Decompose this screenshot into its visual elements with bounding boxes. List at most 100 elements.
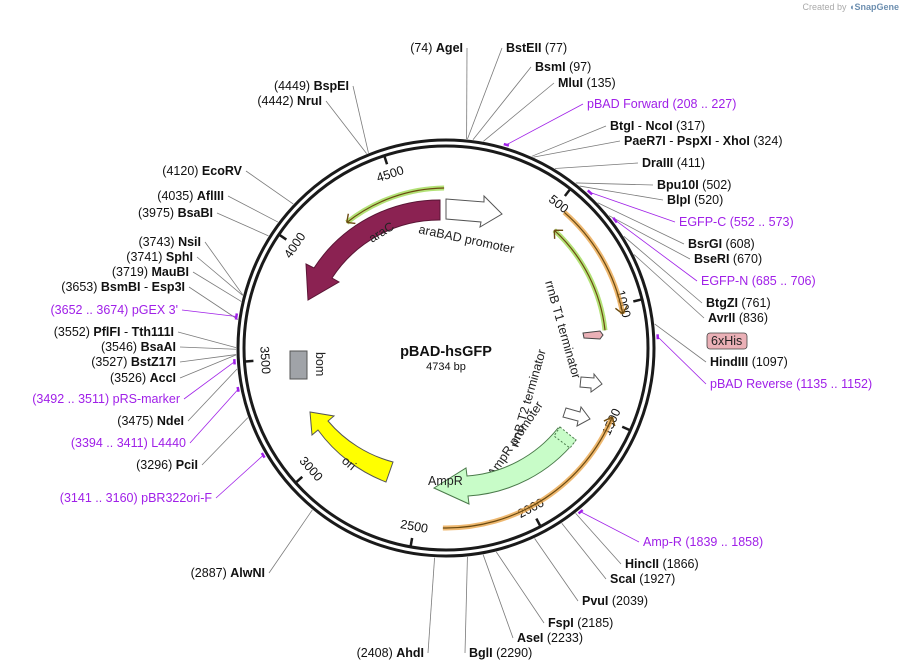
site-label-pflfi[interactable]: (3552) PflFI - Tth111I [54,325,174,339]
site-label-maubi[interactable]: (3719) MauBI [112,265,189,279]
site-paer7i-name2: PspXI [677,134,712,148]
plasmid-name: pBAD-hsGFP [400,344,492,360]
primer-label-prsmarker[interactable]: (3492 .. 3511) pRS-marker [32,392,180,406]
his-tag-mark[interactable] [582,330,604,340]
site-mlui-name: MluI [558,76,583,90]
primer-mark-l4440[interactable] [236,386,240,392]
site-label-bsabi[interactable]: (3975) BsaBI [138,206,213,220]
site-label-bsmbi[interactable]: (3653) BsmBI - Esp3I [61,280,185,294]
primer-label-pgex3[interactable]: (3652 .. 3674) pGEX 3' [51,303,179,317]
site-label-draiii[interactable]: DraIII (411) [642,156,705,170]
site-ageI-pos: (74) [410,41,432,55]
site-leader-line [561,522,607,580]
site-label-bsaai[interactable]: (3546) BsaAI [101,340,176,354]
primer-mark-egfpn[interactable] [612,216,618,224]
bom-feature[interactable] [289,350,308,380]
site-label-ageI[interactable]: (74) AgeI [410,41,463,55]
site-leader-line [654,323,707,363]
feature-bands [345,185,628,531]
primer-label-egfpn[interactable]: EGFP-N (685 .. 706) [701,274,816,288]
site-label-asei[interactable]: AseI (2233) [517,631,583,645]
site-label-pvui[interactable]: PvuI (2039) [582,594,648,608]
site-leader-line [325,100,367,154]
site-label-acci[interactable]: (3526) AccI [110,371,176,385]
site-bsmi-name: BsmI [535,60,566,74]
site-label-fspi[interactable]: FspI (2185) [548,616,613,630]
site-label-paer7i[interactable]: PaeR7I - PspXI - XhoI (324) [624,134,783,148]
primer-leader-line [181,309,237,317]
site-label-alwni[interactable]: (2887) AlwNI [191,566,265,580]
primer-label-pbadfwd[interactable]: pBAD Forward (208 .. 227) [587,97,736,111]
site-label-ecorv[interactable]: (4120) EcoRV [162,164,242,178]
primer-label-pbr322[interactable]: (3141 .. 3160) pBR322ori-F [60,491,213,505]
site-bsteii-name: BstEII [506,41,541,55]
primer-mark-egfpc[interactable] [586,189,593,196]
site-label-sphi[interactable]: (3741) SphI [126,250,193,264]
arabad-promoter-feature[interactable] [445,194,503,229]
site-label-scai[interactable]: ScaI (1927) [610,572,675,586]
site-bsrgi-name: BsrGI [688,237,722,251]
site-leader-line [352,85,369,153]
site-label-bspei[interactable]: (4449) BspEI [274,79,349,93]
site-label-bgli[interactable]: BglI (2290) [469,646,532,660]
site-label-ahdi[interactable]: (2408) AhdI [357,646,424,660]
tick-label: 4500 [375,163,406,185]
site-leader-line [196,256,243,296]
site-nsii-pos: (3743) [138,235,174,249]
primer-mark-pbr322[interactable] [260,452,266,459]
site-leader-line [467,47,503,140]
site-hincii-name: HincII [625,557,659,571]
primer-leader-line [657,336,707,385]
ampr-feature[interactable] [432,427,577,505]
site-label-bpu10i[interactable]: Bpu10I (502) [657,178,731,192]
site-label-btgi[interactable]: BtgI - NcoI (317) [610,119,705,133]
site-hindiii-pos: (1097) [752,355,788,369]
site-bpu10i-pos: (502) [702,178,731,192]
site-blpi-pos: (520) [694,193,723,207]
primer-pbadfwd-name: pBAD Forward [587,97,669,111]
site-label-hindiii[interactable]: HindIII (1097) [710,355,788,369]
site-label-btgzi[interactable]: BtgZI (761) [706,296,771,310]
site-label-hincii[interactable]: HincII (1866) [625,557,699,571]
site-label-bsmi[interactable]: BsmI (97) [535,60,591,74]
site-pcii-pos: (3296) [136,458,172,472]
arac-band-arrowhead [346,213,356,225]
site-bsaai-pos: (3546) [101,340,137,354]
site-leader-line [216,212,269,237]
site-label-bseri[interactable]: BseRI (670) [694,252,762,266]
site-label-bsteii[interactable]: BstEII (77) [506,41,567,55]
tick-mark [245,359,254,363]
site-labels: (74) AgeI BstEII (77) BsmI (97) MluI (135) B… [54,41,788,660]
tick-mark [633,298,642,303]
arac-feature[interactable] [305,199,441,301]
site-leader-line [533,140,621,158]
his-tag-box[interactable] [706,332,748,350]
ori-label: ori [339,454,359,474]
site-label-avrii[interactable]: AvrII (836) [708,311,768,325]
primer-mark-pgex3[interactable] [234,313,239,320]
site-label-nsii[interactable]: (3743) NsiI [138,235,201,249]
rrnb-t1-arrow[interactable] [579,372,603,393]
primer-mark-ampr[interactable] [577,509,584,515]
site-label-nrui[interactable]: (4442) NruI [257,94,322,108]
site-label-bstz17i[interactable]: (3527) BstZ17I [91,355,176,369]
primer-label-egfpc[interactable]: EGFP-C (552 .. 573) [679,215,794,229]
site-label-afliii[interactable]: (4035) AflIII [157,189,224,203]
primer-prsmarker-range: (3492 .. 3511) [32,392,109,406]
site-pvui-name: PvuI [582,594,608,608]
site-label-bsrgi[interactable]: BsrGI (608) [688,237,755,251]
backbone-outer [236,138,656,558]
site-label-ndei[interactable]: (3475) NdeI [117,414,184,428]
primer-marks [233,142,660,515]
rrnb-t2-arrow[interactable] [562,405,591,427]
primer-mark-pbadfwd[interactable] [503,142,510,147]
ori-feature[interactable] [309,411,394,483]
site-label-pcii[interactable]: (3296) PciI [136,458,198,472]
site-leader-line [204,241,244,296]
site-label-blpi[interactable]: BlpI (520) [667,193,723,207]
primer-label-l4440[interactable]: (3394 .. 3411) L4440 [71,436,186,450]
site-label-mlui[interactable]: MluI (135) [558,76,616,90]
primer-label-pbadrev[interactable]: pBAD Reverse (1135 .. 1152) [710,377,872,391]
primer-label-ampr[interactable]: Amp-R (1839 .. 1858) [643,535,763,549]
ampr-promoter-feature[interactable] [553,426,577,449]
